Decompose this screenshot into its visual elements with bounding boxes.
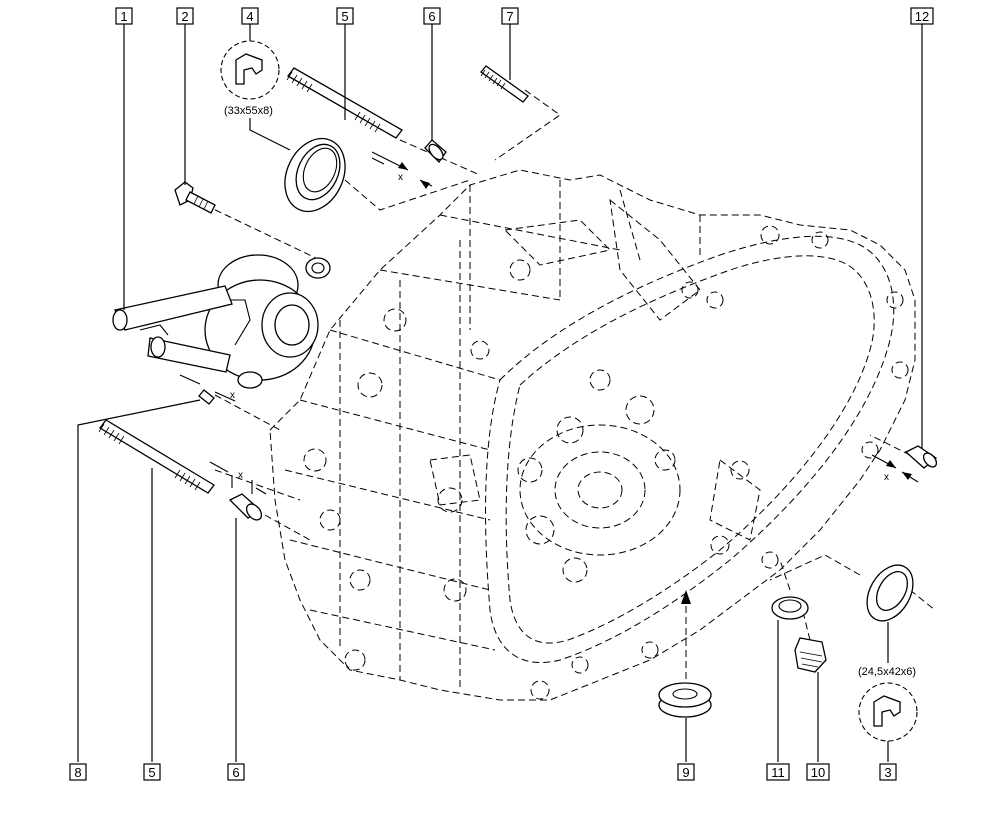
callout-11: 11	[766, 763, 790, 781]
assembly-lines	[204, 89, 936, 690]
x-label-right: x	[884, 472, 889, 483]
stud-7	[480, 65, 529, 103]
x-dimension-left: x	[179, 374, 236, 402]
callout-1: 1	[115, 7, 133, 25]
seal-4	[284, 137, 346, 213]
washer-11	[771, 596, 809, 620]
callout-9: 9	[677, 763, 695, 781]
gearbox-housing	[269, 169, 916, 701]
plug-10	[794, 637, 827, 673]
seal-4-size: (33x55x8)	[224, 105, 273, 117]
seal-3	[866, 564, 914, 622]
callout-3: 3	[879, 763, 897, 781]
callout-12-label: 12	[915, 9, 929, 24]
insert-arrow	[681, 590, 691, 604]
callout-8-label: 8	[74, 765, 81, 780]
callout-5-top: 5	[336, 7, 354, 25]
callout-3-label: 3	[884, 765, 891, 780]
washer-9	[658, 682, 712, 718]
x-label-bottom: x	[238, 470, 243, 481]
x-dimension-right: x	[871, 454, 919, 483]
dowel-6-bottom	[228, 493, 263, 521]
callout-7: 7	[501, 7, 519, 25]
callout-4-label: 4	[246, 9, 253, 24]
callout-2-label: 2	[181, 9, 188, 24]
callout-5-top-label: 5	[341, 9, 348, 24]
callout-11-label: 11	[771, 765, 785, 780]
x-label-left: x	[230, 390, 235, 401]
callout-6-bottom-label: 6	[232, 765, 239, 780]
callout-4: 4	[241, 7, 259, 25]
dowel-6-top	[424, 139, 447, 164]
bolt-2	[174, 181, 216, 214]
release-bearing-1	[112, 254, 331, 389]
x-dimension-bottom: x	[209, 461, 267, 495]
dowel-12	[904, 445, 938, 469]
callout-7-label: 7	[506, 9, 513, 24]
callout-10-label: 10	[811, 765, 825, 780]
x-label-top: x	[398, 172, 403, 183]
callout-6-bottom: 6	[227, 763, 245, 781]
callout-5-bottom: 5	[143, 763, 161, 781]
callout-8: 8	[69, 763, 87, 781]
callout-12: 12	[910, 7, 934, 25]
callout-5-bottom-label: 5	[148, 765, 155, 780]
callout-10: 10	[806, 763, 830, 781]
seal-symbol-3	[858, 682, 918, 742]
dowel-8	[198, 389, 215, 405]
seal-3-size: (24,5x42x6)	[858, 666, 916, 678]
callout-2: 2	[176, 7, 194, 25]
callout-6-top-label: 6	[428, 9, 435, 24]
callout-1-label: 1	[120, 9, 127, 24]
seal-symbol-4	[220, 40, 280, 100]
callout-9-label: 9	[682, 765, 689, 780]
x-dimension-top: x	[371, 151, 433, 189]
callout-6-top: 6	[423, 7, 441, 25]
leader-lines	[77, 24, 923, 762]
stud-5-bottom	[98, 419, 215, 494]
